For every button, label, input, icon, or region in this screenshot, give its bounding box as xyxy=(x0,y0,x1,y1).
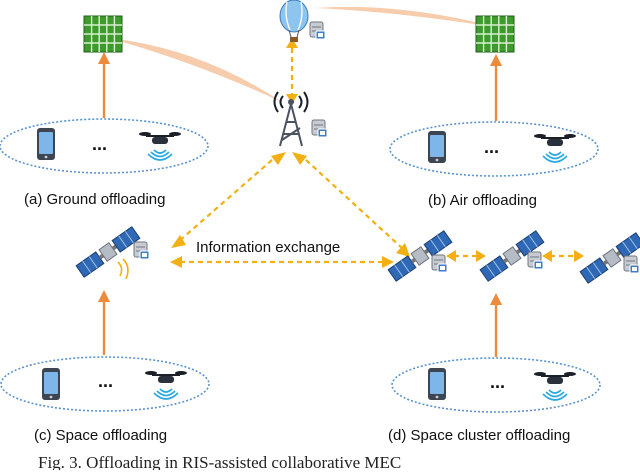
cluster-devices-ellipse xyxy=(391,357,601,413)
ground-devices-ellipse xyxy=(0,118,209,174)
ris-panel-icon xyxy=(475,15,515,53)
server-icon xyxy=(311,119,328,138)
ground-uplink-arrow xyxy=(98,52,110,118)
ellipsis: ... xyxy=(484,137,499,157)
space-offloading-label: (c) Space offloading xyxy=(34,427,167,444)
smartphone-icon xyxy=(428,131,446,163)
air-uplink-arrow xyxy=(490,54,502,121)
ris-beam xyxy=(316,6,500,28)
cluster-uplink-arrow xyxy=(490,293,502,357)
ris-beam xyxy=(108,38,282,102)
exchange-arrow xyxy=(177,159,273,243)
server-icon xyxy=(309,21,326,40)
ellipsis: ... xyxy=(92,134,107,154)
smartphone-icon xyxy=(42,368,60,400)
server-icon xyxy=(431,254,448,273)
ellipsis: ... xyxy=(490,372,505,392)
figure-caption: Fig. 3. Offloading in RIS-assisted colla… xyxy=(38,453,401,470)
server-icon xyxy=(527,251,544,270)
signal-waves-icon xyxy=(117,258,129,280)
information-exchange-label: Information exchange xyxy=(196,239,340,256)
air-offloading-label: (b) Air offloading xyxy=(428,192,537,209)
ellipsis: ... xyxy=(98,371,113,391)
smartphone-icon xyxy=(37,128,55,160)
drone-icon xyxy=(138,131,182,161)
drone-icon xyxy=(533,133,577,163)
drone-icon xyxy=(144,370,188,400)
drone-icon xyxy=(533,371,577,401)
smartphone-icon xyxy=(428,368,446,400)
space-uplink-arrow xyxy=(98,290,110,355)
balloon-icon xyxy=(279,0,309,42)
server-icon xyxy=(133,241,150,260)
space-devices-ellipse xyxy=(0,356,210,412)
exchange-arrow xyxy=(305,159,403,249)
server-icon xyxy=(623,255,640,274)
ris-panel-icon xyxy=(83,15,123,53)
base-station-icon xyxy=(273,91,309,147)
satellite-icon xyxy=(75,226,141,278)
space-cluster-offloading-label: (d) Space cluster offloading xyxy=(388,427,570,444)
ground-offloading-label: (a) Ground offloading xyxy=(24,191,165,208)
air-devices-ellipse xyxy=(389,121,599,177)
